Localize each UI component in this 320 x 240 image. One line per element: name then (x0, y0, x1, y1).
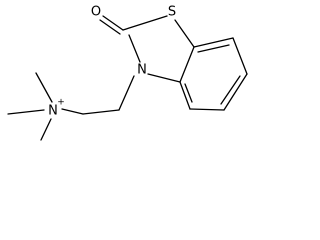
bond-ch2-ch2 (82, 109, 120, 115)
bond-c2-o-1 (102, 15, 124, 31)
bond-c3a-c7a (179, 46, 195, 83)
bond-c2-s (122, 15, 168, 31)
bond-c4-c3a (179, 81, 191, 110)
bond-c7-c6 (232, 37, 248, 75)
bond-c2-n3 (128, 34, 141, 63)
bond-c5-c4 (189, 108, 225, 111)
atom-oxygen: O (91, 5, 101, 20)
molecule-diagram: O S N N + (7, 5, 248, 141)
bond-s-c7a (174, 19, 195, 48)
bond-n-methyl-left (7, 109, 45, 115)
bond-c6-c5 (223, 73, 248, 111)
bond-inner-3 (184, 83, 193, 103)
bond-c7a-c7 (193, 37, 234, 48)
atom-ammonium-nitrogen: N (48, 104, 58, 119)
bond-inner-2 (220, 75, 241, 105)
bond-n3-ch2 (118, 75, 135, 111)
atom-ring-nitrogen: N (137, 63, 147, 78)
bond-n-methyl-down (40, 118, 52, 141)
bond-n3-c3a (147, 73, 181, 83)
structure-canvas: O S N N + (0, 0, 251, 144)
ammonium-charge: + (57, 98, 65, 108)
atom-sulfur: S (168, 5, 176, 20)
bond-inner-1 (197, 44, 230, 53)
bond-ch2-n-plus (61, 108, 84, 115)
bond-c2-o-2 (99, 19, 121, 35)
bond-n-methyl-up (35, 72, 53, 103)
